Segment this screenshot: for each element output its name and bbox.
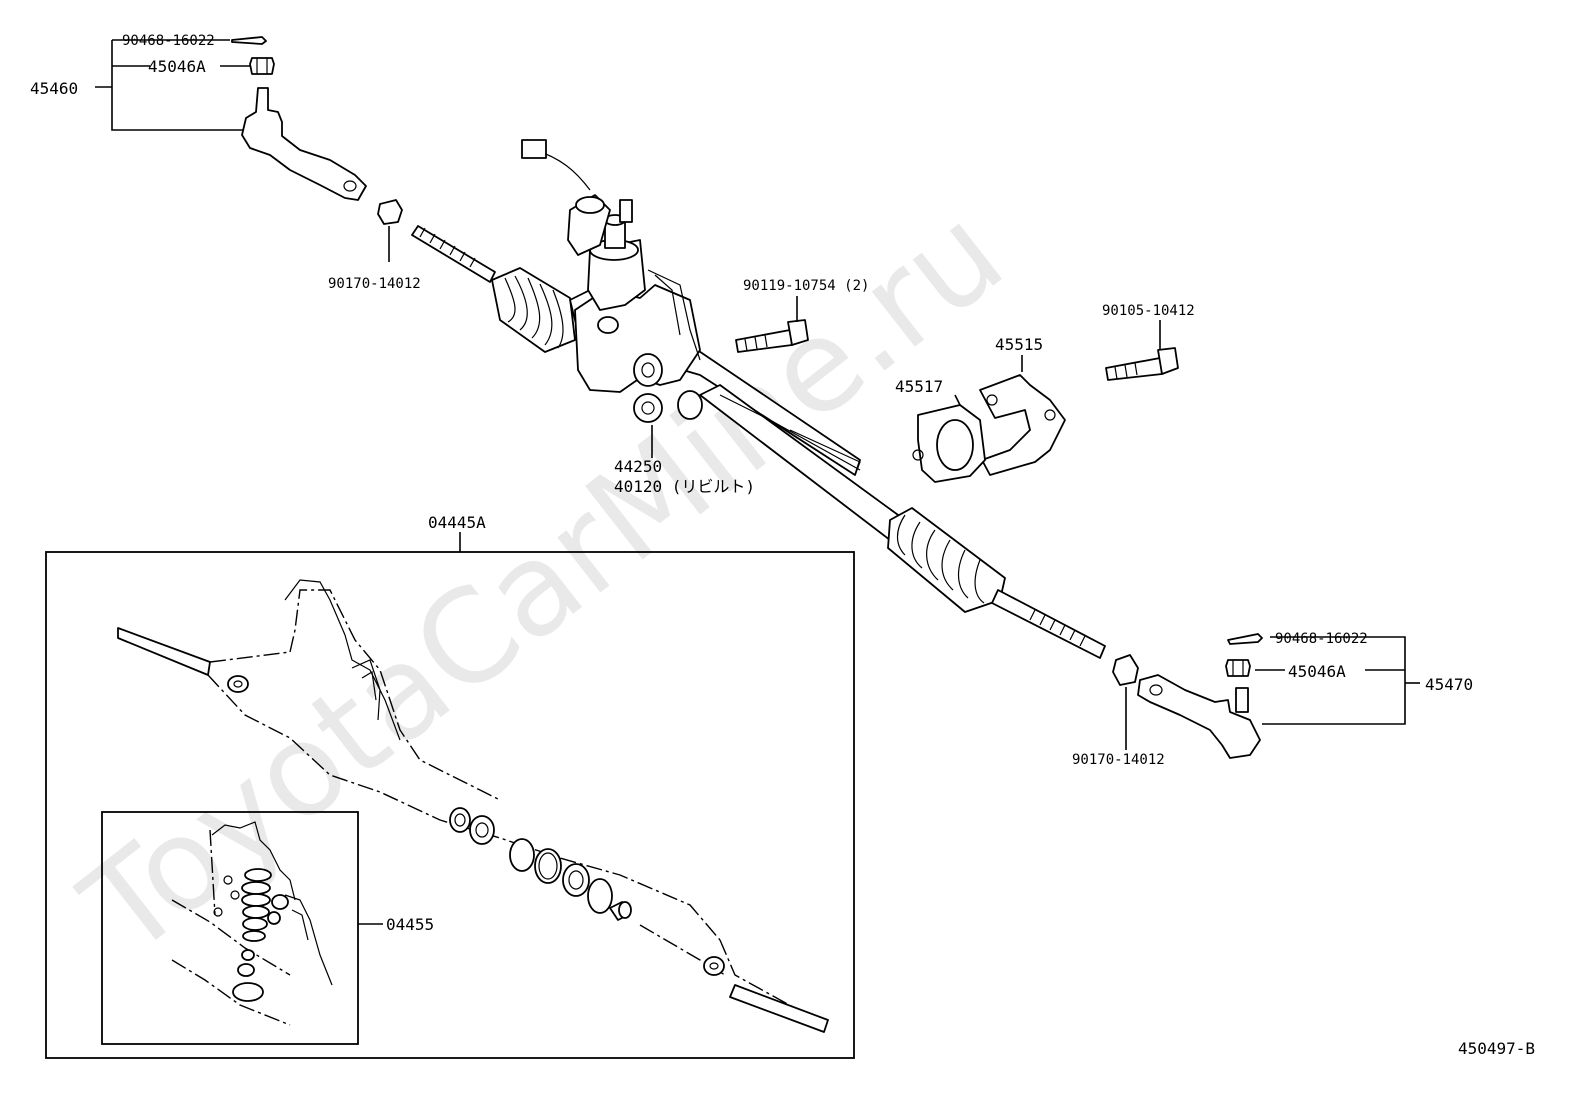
label-45460: 45460: [30, 79, 78, 98]
right-tie-rod-group: 90468-16022 45046A 45470 90170-14012: [1072, 631, 1473, 768]
label-04455: 04455: [386, 915, 434, 934]
gasket-kit-box[interactable]: 04445A 04455: [45, 513, 855, 1059]
lock-nut-left-icon[interactable]: [377, 199, 403, 225]
castle-nut-left-icon[interactable]: [249, 57, 275, 75]
seal-ring-2-icon: [469, 815, 495, 845]
label-04445a: 04445A: [428, 513, 486, 532]
label-40120: 40120 (リビルト): [614, 477, 755, 496]
seal-ring-3-icon: [562, 863, 590, 897]
center-bolt-group: 90119-10754 (2): [735, 278, 869, 353]
label-45470: 45470: [1425, 675, 1473, 694]
label-45515: 45515: [995, 335, 1043, 354]
right-bolt-group: 90105-10412: [1102, 303, 1195, 381]
boot-left-icon: [491, 267, 576, 353]
bracket-group: 45515 45517: [895, 335, 1066, 483]
lock-nut-right-icon[interactable]: [1112, 654, 1139, 686]
label-90170-14012-left: 90170-14012: [328, 276, 421, 292]
label-90170-14012-right: 90170-14012: [1072, 752, 1165, 768]
castle-nut-right-icon[interactable]: [1225, 659, 1251, 677]
left-tie-rod-group: 45460 90468-16022 45046A 90170-14012: [30, 33, 421, 292]
o-ring-1-icon: [509, 838, 535, 872]
diagram-code: 450497-B: [1458, 1039, 1535, 1058]
label-90105-10412: 90105-10412: [1102, 303, 1195, 319]
seal-ring-1-icon: [449, 807, 471, 833]
label-45046a-right: 45046A: [1288, 662, 1346, 681]
label-45046a-left: 45046A: [148, 57, 206, 76]
tie-rod-end-left-icon[interactable]: [241, 87, 367, 201]
valve-kit-box[interactable]: 04455: [101, 811, 434, 1045]
cotter-pin-left-icon[interactable]: [231, 36, 267, 45]
label-90468-16022-left: 90468-16022: [122, 33, 215, 49]
boot-right-icon: [887, 507, 1006, 613]
cotter-pin-right-icon[interactable]: [1227, 633, 1263, 645]
tie-rod-end-right-icon[interactable]: [1137, 674, 1261, 759]
steering-rack-main[interactable]: 44250 40120 (リビルト): [411, 139, 1106, 659]
label-44250: 44250: [614, 457, 662, 476]
o-ring-3-icon: [587, 878, 613, 914]
gear-housing-icon: [574, 284, 701, 393]
label-90468-16022-right: 90468-16022: [1275, 631, 1368, 647]
bracket-45515-icon[interactable]: [979, 374, 1066, 476]
label-45517: 45517: [895, 377, 943, 396]
bolt-right-icon[interactable]: [1105, 357, 1163, 381]
label-90119-10754: 90119-10754 (2): [743, 278, 869, 294]
